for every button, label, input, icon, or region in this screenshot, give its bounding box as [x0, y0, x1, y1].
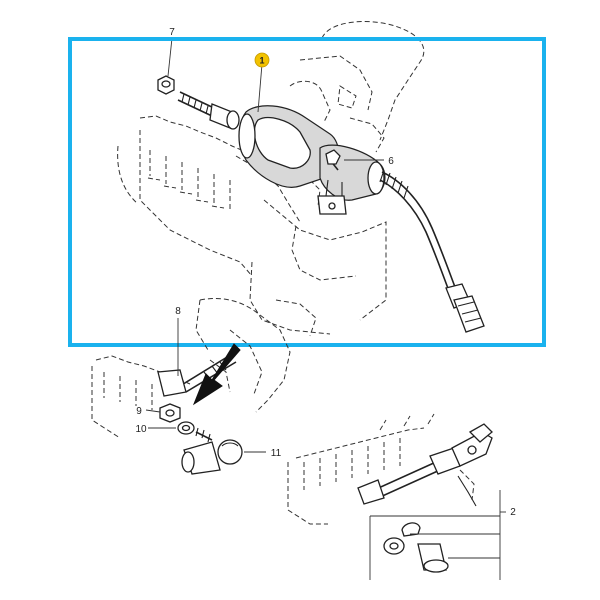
part-2-pin-clip [383, 522, 449, 573]
part-7-nut [157, 75, 175, 95]
part-11-ball-joint [181, 427, 243, 475]
callout-1-badge [254, 52, 270, 68]
callout-9: 9 [136, 406, 142, 417]
callout-7: 7 [169, 27, 175, 38]
engine-block-lower-right [287, 413, 475, 525]
leaders-lower-left [145, 318, 266, 453]
solenoid-cable [379, 169, 485, 333]
callout-2: 2 [510, 507, 516, 518]
highlight-frame [68, 37, 546, 347]
part-1-solenoid [177, 91, 386, 215]
linkage-rod [357, 423, 493, 507]
leaders-upper [167, 37, 384, 161]
callout-10: 10 [135, 424, 147, 435]
callout-6: 6 [388, 156, 394, 167]
callout-11: 11 [271, 448, 282, 459]
callout-2-bracket [369, 490, 506, 580]
part-10-washer [177, 421, 195, 435]
engine-block-lower-left [91, 298, 291, 439]
callout-8: 8 [175, 306, 181, 317]
callouts: 1 7 6 8 9 10 11 2 [135, 27, 516, 518]
callout-1: 1 [259, 56, 264, 66]
direction-arrow [192, 343, 241, 406]
part-9-nut [159, 403, 181, 423]
